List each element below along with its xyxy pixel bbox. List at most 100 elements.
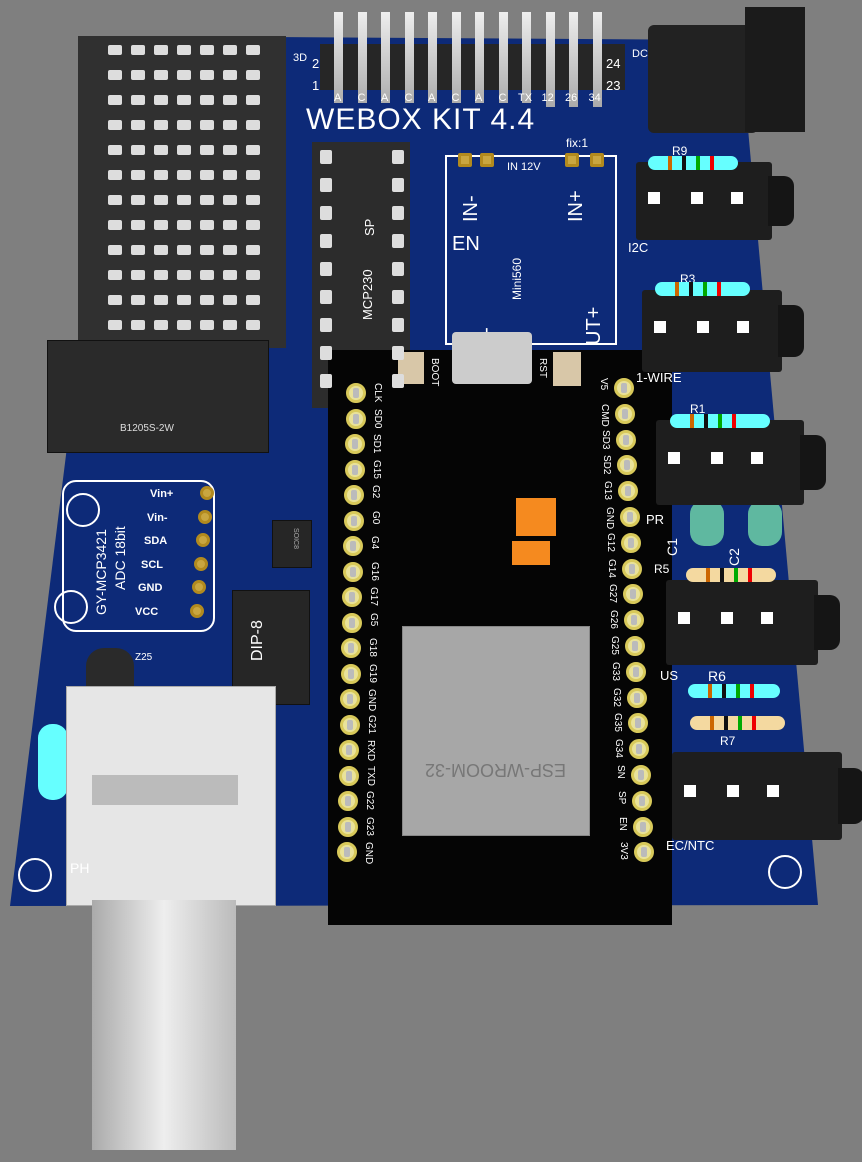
esp32-pin: [346, 383, 366, 403]
header-pin-label: A: [475, 92, 483, 104]
header-pin-label: 34: [588, 92, 601, 104]
mini560-in-plus: IN+: [565, 190, 587, 222]
usb-port: [452, 332, 532, 384]
socket-slot: [392, 262, 404, 276]
header-pin: [404, 12, 414, 107]
socket-slot: [200, 295, 214, 305]
socket-slot: [108, 95, 122, 105]
socket-slot: [108, 270, 122, 280]
socket-slot: [108, 70, 122, 80]
socket-slot: [177, 120, 191, 130]
socket-slot: [131, 95, 145, 105]
bnc-barrel: [92, 900, 236, 1150]
esp32-pin-label: V5: [598, 378, 609, 391]
socket-slot: [200, 70, 214, 80]
socket-slot: [246, 220, 260, 230]
header-pin: [334, 12, 343, 107]
socket-slot: [131, 120, 145, 130]
socket-slot: [108, 120, 122, 130]
esp32-pin: [630, 765, 651, 785]
adc-pad: [196, 533, 210, 547]
esp32-pin-label: G5: [367, 612, 379, 626]
jack-label-pr: PR: [646, 512, 665, 527]
esp32-pin: [614, 378, 634, 398]
socket-slot: [320, 346, 332, 360]
esp32-pin: [341, 638, 361, 658]
socket-slot: [131, 195, 145, 205]
board-title: WEBOX KIT 4.4: [302, 103, 540, 137]
esp32-pin: [616, 429, 637, 450]
audio-jack-pr[interactable]: [656, 420, 826, 505]
socket-slot: [246, 70, 260, 80]
socket-slot: [177, 95, 191, 105]
socket-slot: [246, 320, 260, 330]
esp32-pin: [344, 485, 364, 505]
esp32-pin-label: 3V3: [617, 842, 629, 861]
socket-slot: [154, 170, 168, 180]
socket-slot: [200, 95, 214, 105]
adc-pad: [192, 580, 206, 594]
esp32-pin: [341, 612, 362, 633]
socket-slot: [108, 245, 122, 255]
reset-button[interactable]: [553, 352, 581, 386]
esp32-pin: [629, 739, 650, 760]
esp32-pin-label: G0: [369, 510, 381, 524]
esp32-pin-label: SD1: [371, 434, 382, 454]
esp32-pin-label: G34: [613, 739, 625, 759]
esp32-pin-label: G4: [369, 536, 380, 550]
esp32-pin-label: SD0: [371, 408, 383, 428]
adc-pin-label: SDA: [144, 535, 168, 547]
resistor-left: [38, 724, 68, 800]
esp32-pin: [622, 584, 643, 605]
esp32-pin-label: G16: [368, 561, 380, 581]
socket-slot: [223, 170, 237, 180]
capacitor-c2: [748, 500, 782, 546]
esp32-pin-label: SN: [614, 765, 626, 779]
jack-label-us: US: [660, 668, 679, 683]
mini560-out-plus: UT+: [583, 306, 605, 345]
audio-jack-us[interactable]: [666, 580, 840, 665]
esp32-pin-label: TXD: [364, 765, 376, 786]
board-revision: fix:1: [566, 136, 589, 150]
socket-slot: [131, 245, 145, 255]
socket-slot: [108, 170, 122, 180]
esp32-pin-label: G35: [612, 713, 624, 733]
audio-jack-i2c[interactable]: [636, 162, 794, 240]
socket-slot: [154, 95, 168, 105]
dip8-label: DIP-8: [249, 620, 266, 661]
resistor-label: R1: [690, 402, 706, 416]
socket-slot: [177, 45, 191, 55]
boot-label: BOOT: [429, 358, 440, 387]
header-pin-label: TX: [518, 92, 533, 104]
socket-slot: [131, 270, 145, 280]
esp32-pin-label: G27: [606, 584, 618, 604]
mini560-en: EN: [452, 233, 480, 255]
socket-slot: [177, 170, 191, 180]
mini560-in-minus: IN-: [460, 195, 482, 222]
adc-pin-label: GND: [138, 582, 163, 594]
socket-slot: [200, 120, 214, 130]
socket-slot: [200, 195, 214, 205]
adc-pad: [190, 603, 204, 618]
header-pin-label: A: [381, 92, 389, 104]
audio-jack-one_wire[interactable]: [642, 290, 804, 372]
esp32-pin-label: G17: [368, 587, 379, 606]
resistor: [686, 568, 776, 582]
esp32-pin: [342, 561, 363, 582]
esp32-pin: [338, 791, 358, 811]
socket-slot: [200, 145, 214, 155]
socket-slot: [223, 295, 237, 305]
socket-slot: [131, 70, 145, 80]
socket-slot: [223, 245, 237, 255]
socket-slot: [223, 195, 237, 205]
audio-jack-ec_ntc[interactable]: [672, 752, 862, 840]
esp32-pin-label: G2: [370, 485, 381, 499]
socket-slot: [200, 45, 214, 55]
adc-pin-label: Vin-: [147, 511, 168, 524]
socket-slot: [154, 195, 168, 205]
socket-slot: [246, 95, 260, 105]
header-pin-label: 26: [565, 92, 578, 104]
header-label-2: 2: [312, 56, 320, 71]
socket-slot: [200, 270, 214, 280]
esp32-pin: [344, 459, 365, 480]
